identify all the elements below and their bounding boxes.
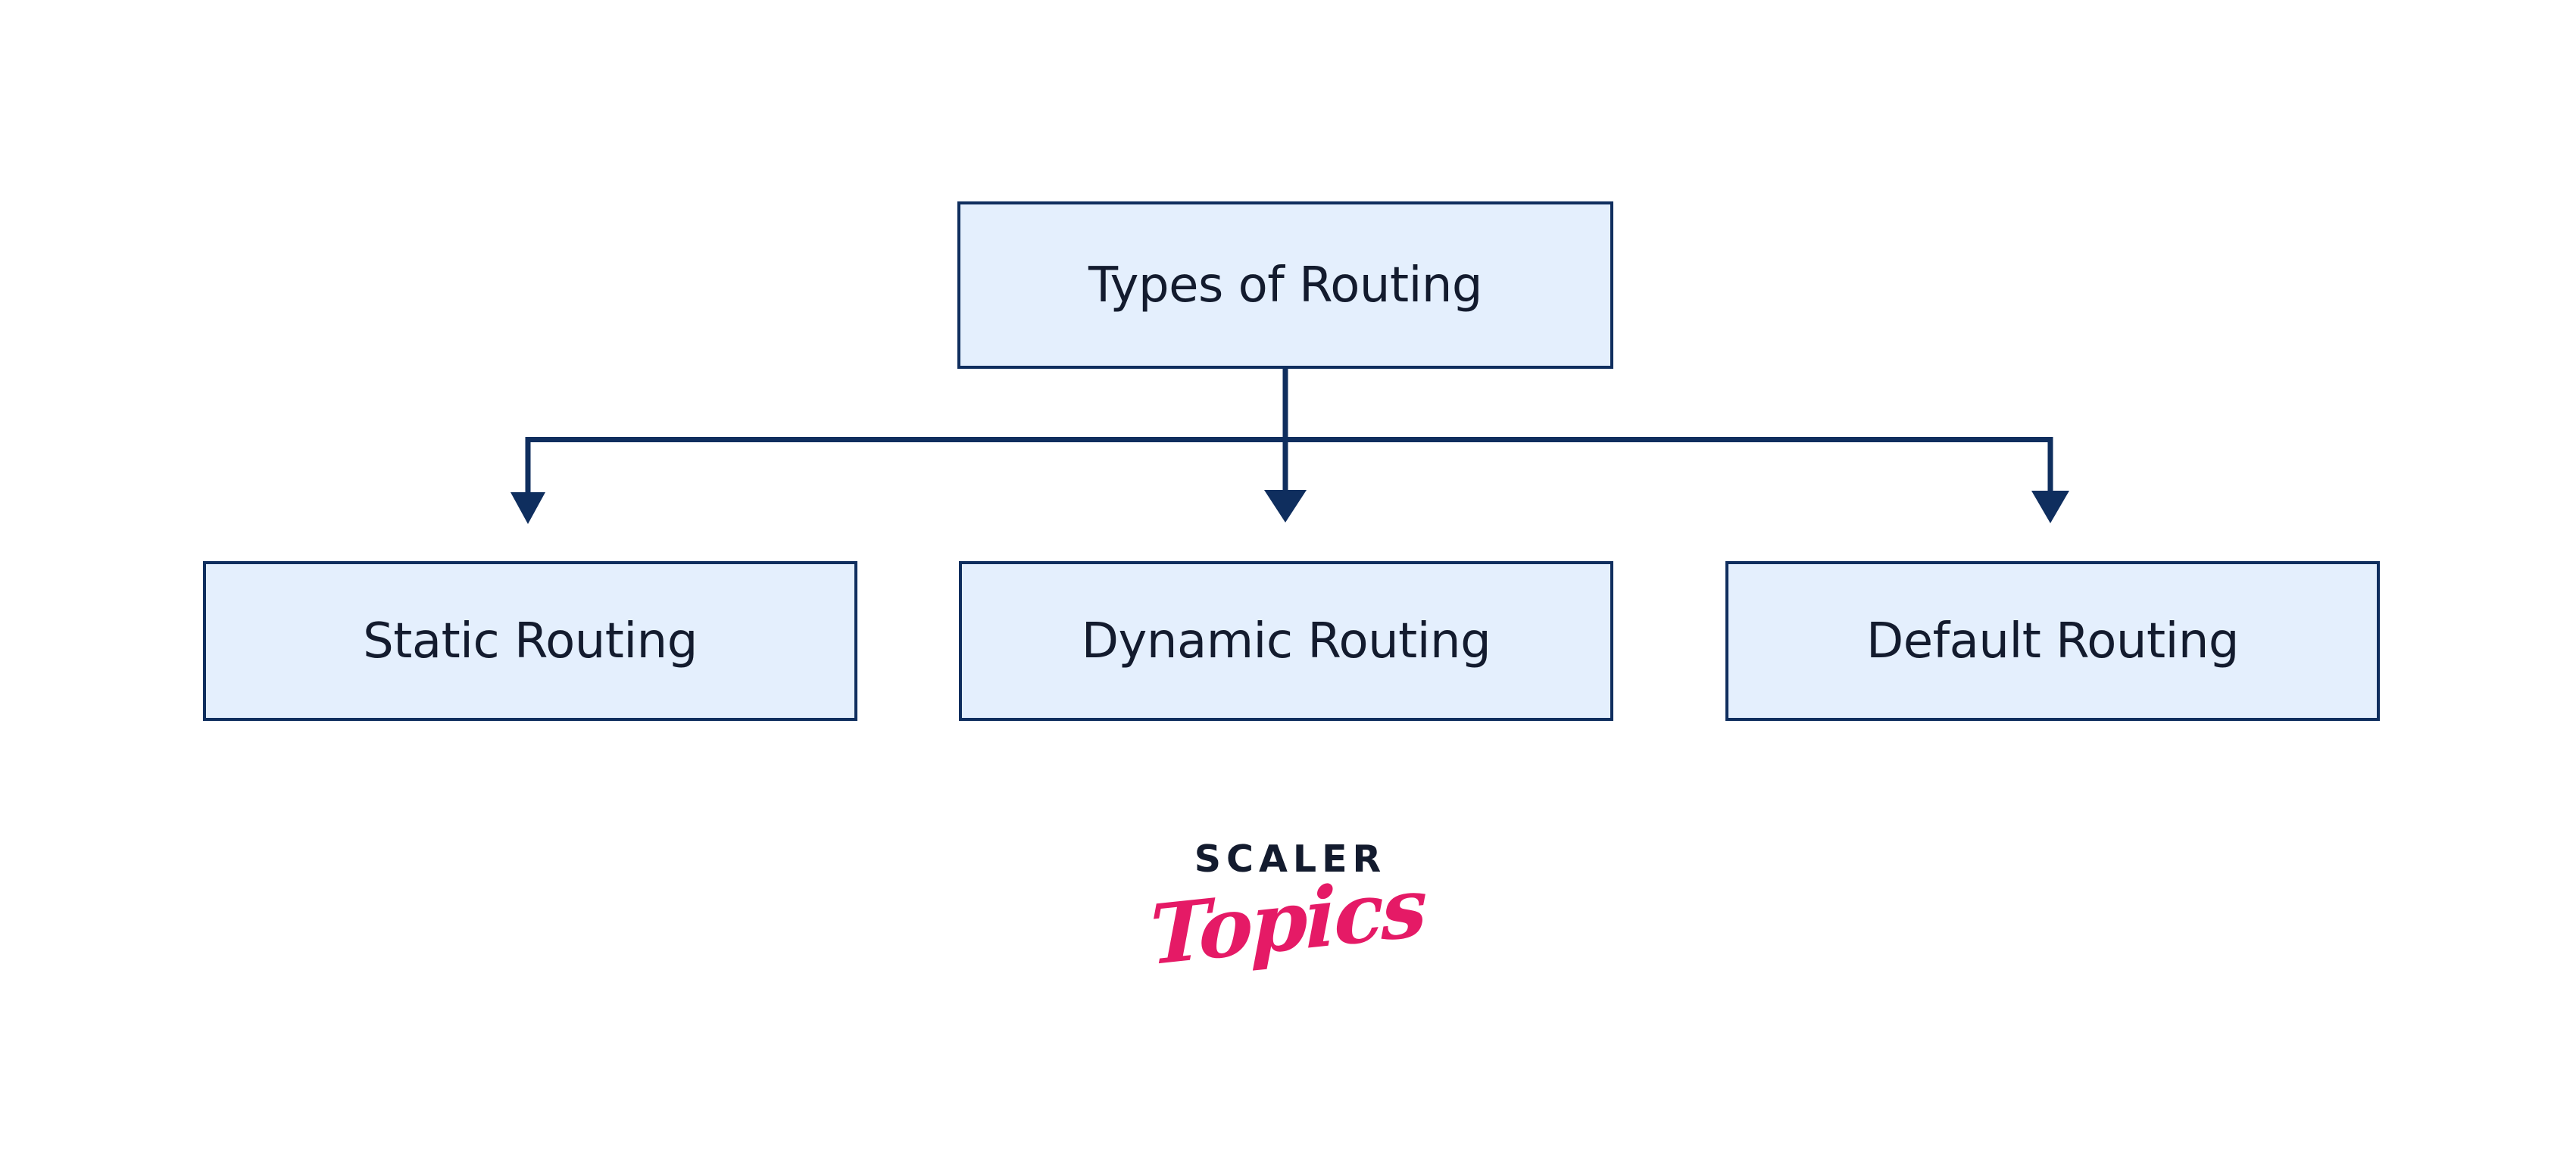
logo-script-topics: Topics xyxy=(1150,859,1425,984)
scaler-topics-logo: SCALER Topics xyxy=(1083,841,1492,1060)
node-root-label: Types of Routing xyxy=(1088,257,1483,314)
node-child-1-label: Dynamic Routing xyxy=(1081,613,1491,669)
node-default-routing[interactable]: Default Routing xyxy=(1725,561,2380,721)
node-dynamic-routing[interactable]: Dynamic Routing xyxy=(959,561,1613,721)
node-types-of-routing[interactable]: Types of Routing xyxy=(957,201,1613,369)
arrowhead-right xyxy=(2031,491,2069,523)
logo-wordmark-scaler: SCALER xyxy=(1194,838,1387,881)
arrowhead-center xyxy=(1264,490,1307,523)
node-child-0-label: Static Routing xyxy=(363,613,698,669)
node-static-routing[interactable]: Static Routing xyxy=(203,561,857,721)
arrowhead-left xyxy=(511,492,545,524)
node-child-2-label: Default Routing xyxy=(1866,613,2240,669)
